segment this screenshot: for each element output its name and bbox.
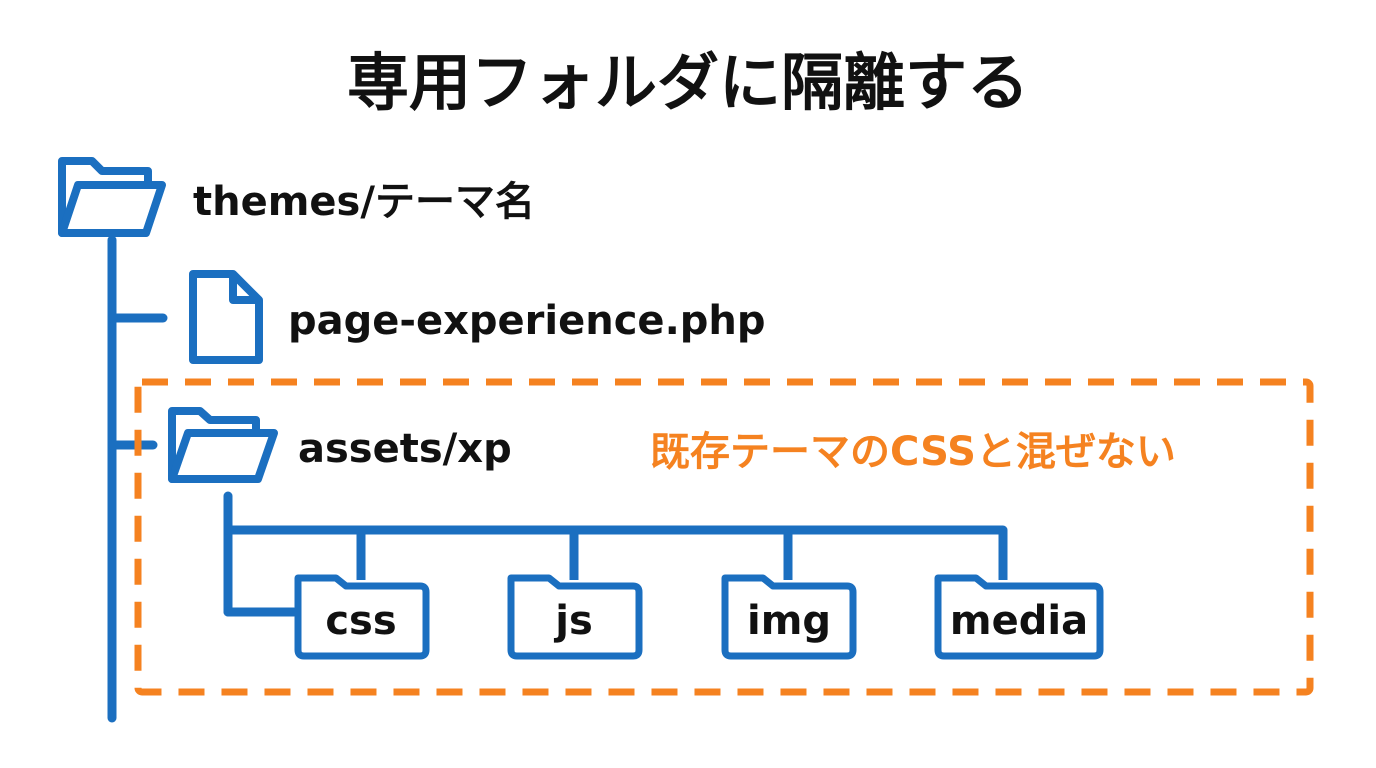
assets-folder-icon: [168, 407, 278, 483]
subfolder-css-icon: [294, 574, 430, 660]
isolation-highlight-box: [134, 378, 1314, 696]
isolation-note: 既存テーマのCSSと混ぜない: [650, 429, 1176, 475]
subfolder-img-label: img: [747, 598, 831, 644]
root-folder-icon: [58, 157, 166, 237]
subfolder-img: img: [721, 574, 857, 660]
subfolder-media: media: [934, 574, 1104, 660]
subfolder-js-icon: [507, 574, 643, 660]
assets-folder-label: assets/xp: [298, 426, 512, 472]
subfolder-img-icon: [721, 574, 857, 660]
subfolder-js-label: js: [553, 598, 593, 644]
root-folder-label: themes/テーマ名: [193, 179, 535, 225]
subfolder-css-label: css: [325, 598, 396, 644]
subfolder-media-icon: [934, 574, 1104, 660]
page-title: 専用フォルダに隔離する: [347, 46, 1029, 119]
subfolder-media-label: media: [950, 598, 1088, 644]
subfolder-js: js: [507, 574, 643, 660]
file-label: page-experience.php: [288, 298, 766, 344]
subfolder-css: css: [294, 574, 430, 660]
file-icon: [189, 270, 263, 364]
